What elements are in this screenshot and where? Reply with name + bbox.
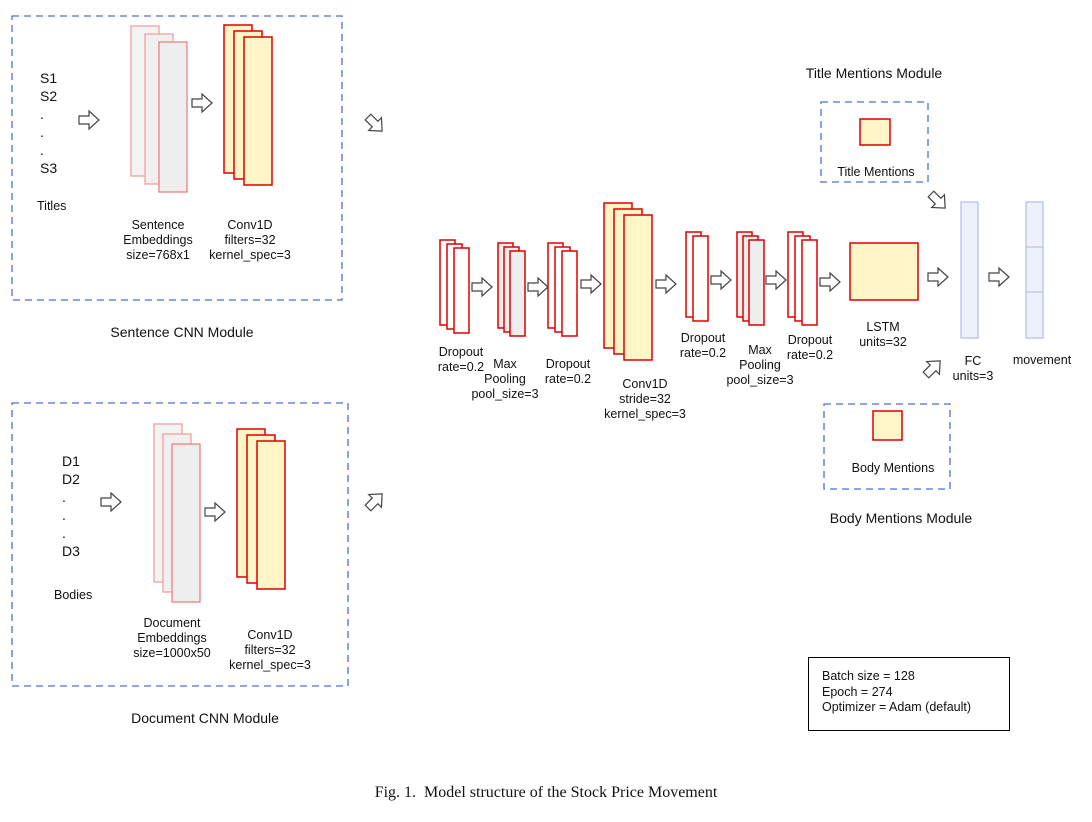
document-input-list: D1 D2 . . . D3	[62, 452, 80, 560]
label-line: rate=0.2	[679, 346, 727, 360]
label-line: Max	[493, 357, 517, 371]
body-mentions-label: Body Mentions	[851, 461, 935, 475]
fc-label: FC units=3	[933, 354, 1013, 384]
label-line: Dropout	[438, 345, 484, 359]
label-line: Max	[748, 343, 772, 357]
dropout2-label: Dropout rate=0.2	[528, 357, 608, 387]
document-embeddings-label: Document Embeddings size=1000x50	[117, 616, 227, 661]
sentence-input-item: S2	[40, 88, 58, 104]
hyperparam-line: Epoch = 274	[822, 684, 893, 699]
label-line: Embeddings	[123, 233, 193, 247]
document-conv-stack	[236, 428, 286, 590]
label-line: rate=0.2	[786, 348, 834, 362]
document-input-item: .	[62, 507, 66, 523]
sentence-input-item: .	[40, 142, 44, 158]
label-line: stride=32	[619, 392, 671, 406]
label-line: Dropout	[787, 333, 833, 347]
body-mentions-module-title: Body Mentions Module	[829, 510, 973, 526]
sentence-input-item: S1	[40, 70, 58, 86]
document-module-frame	[11, 402, 349, 687]
label-line: FC	[964, 354, 982, 368]
fc-block	[960, 201, 979, 339]
titles-label: Titles	[37, 199, 67, 213]
label-line: filters=32	[244, 643, 296, 657]
dropout1-label: Dropout rate=0.2	[421, 345, 501, 375]
document-embeddings-stack	[153, 423, 201, 603]
sentence-input-item: .	[40, 106, 44, 122]
label-line: LSTM	[866, 320, 900, 334]
lstm-label: LSTM units=32	[843, 320, 923, 350]
label-line: pool_size=3	[726, 373, 794, 387]
sentence-module-frame	[11, 15, 343, 301]
label-line: Conv1D	[622, 377, 668, 391]
document-input-item: .	[62, 489, 66, 505]
label-line: kernel_spec=3	[604, 407, 686, 421]
label-line: pool_size=3	[471, 387, 539, 401]
hyperparameters-box: Batch size = 128 Epoch = 274 Optimizer =…	[808, 657, 1010, 731]
dropout2-stack	[547, 242, 578, 337]
label-line: kernel_spec=3	[209, 248, 291, 262]
document-input-item: .	[62, 525, 66, 541]
label-line: units=32	[859, 335, 907, 349]
body-mentions-frame	[823, 403, 951, 490]
label-line: filters=32	[224, 233, 276, 247]
document-module-title: Document CNN Module	[131, 710, 279, 726]
label-line: rate=0.2	[544, 372, 592, 386]
conv-center-stack	[603, 202, 653, 361]
document-input-item: D1	[62, 453, 80, 469]
body-mentions-box	[872, 410, 903, 441]
title-mentions-frame	[820, 101, 929, 183]
title-mentions-box	[859, 118, 891, 146]
lstm-block	[849, 242, 919, 301]
label-line: Dropout	[545, 357, 591, 371]
document-conv-label: Conv1D filters=32 kernel_spec=3	[220, 628, 320, 673]
label-line: Conv1D	[247, 628, 293, 642]
dropout3-stack	[685, 231, 709, 322]
sentence-conv-label: Conv1D filters=32 kernel_spec=3	[200, 218, 300, 263]
figure-caption: Fig. 1. Model structure of the Stock Pri…	[374, 784, 718, 801]
document-input-item: D2	[62, 471, 80, 487]
output-label: movement	[1012, 353, 1072, 367]
sentence-input-item: .	[40, 124, 44, 140]
sentence-input-item: S3	[40, 160, 58, 176]
label-line: Embeddings	[137, 631, 207, 645]
label-line: kernel_spec=3	[229, 658, 311, 672]
maxpool2-label: Max Pooling pool_size=3	[720, 343, 800, 388]
sentence-embeddings-stack	[130, 25, 188, 193]
title-mentions-module-title: Title Mentions Module	[805, 65, 943, 81]
sentence-module-title: Sentence CNN Module	[110, 324, 254, 340]
sentence-conv-stack	[223, 24, 273, 186]
label-line: Pooling	[739, 358, 781, 372]
bodies-label: Bodies	[54, 588, 93, 602]
arrows	[78, 93, 1010, 522]
label-line: Pooling	[484, 372, 526, 386]
label-line: size=768x1	[126, 248, 190, 262]
dropout3-label: Dropout rate=0.2	[663, 331, 743, 361]
hyperparam-line: Batch size = 128	[822, 669, 915, 683]
dropout4-stack	[787, 231, 818, 326]
title-mentions-label: Title Mentions	[837, 165, 915, 179]
sentence-embeddings-label: Sentence Embeddings size=768x1	[108, 218, 208, 263]
conv-center-label: Conv1D stride=32 kernel_spec=3	[595, 377, 695, 422]
document-input-item: D3	[62, 543, 80, 559]
sentence-input-list: S1 S2 . . . S3	[40, 69, 57, 177]
label-line: Conv1D	[227, 218, 273, 232]
output-block	[1025, 201, 1044, 339]
label-line: Dropout	[680, 331, 726, 345]
label-line: Document	[143, 616, 201, 630]
label-line: units=3	[952, 369, 994, 383]
hyperparam-line: Optimizer = Adam (default)	[822, 700, 972, 714]
label-line: rate=0.2	[437, 360, 485, 374]
label-line: Sentence	[131, 218, 185, 232]
dropout1-stack	[439, 239, 470, 334]
dropout4-label: Dropout rate=0.2	[770, 333, 850, 363]
label-line: size=1000x50	[133, 646, 211, 660]
maxpool1-label: Max Pooling pool_size=3	[465, 357, 545, 402]
maxpool1-stack	[497, 242, 526, 337]
maxpool2-stack	[736, 231, 765, 326]
